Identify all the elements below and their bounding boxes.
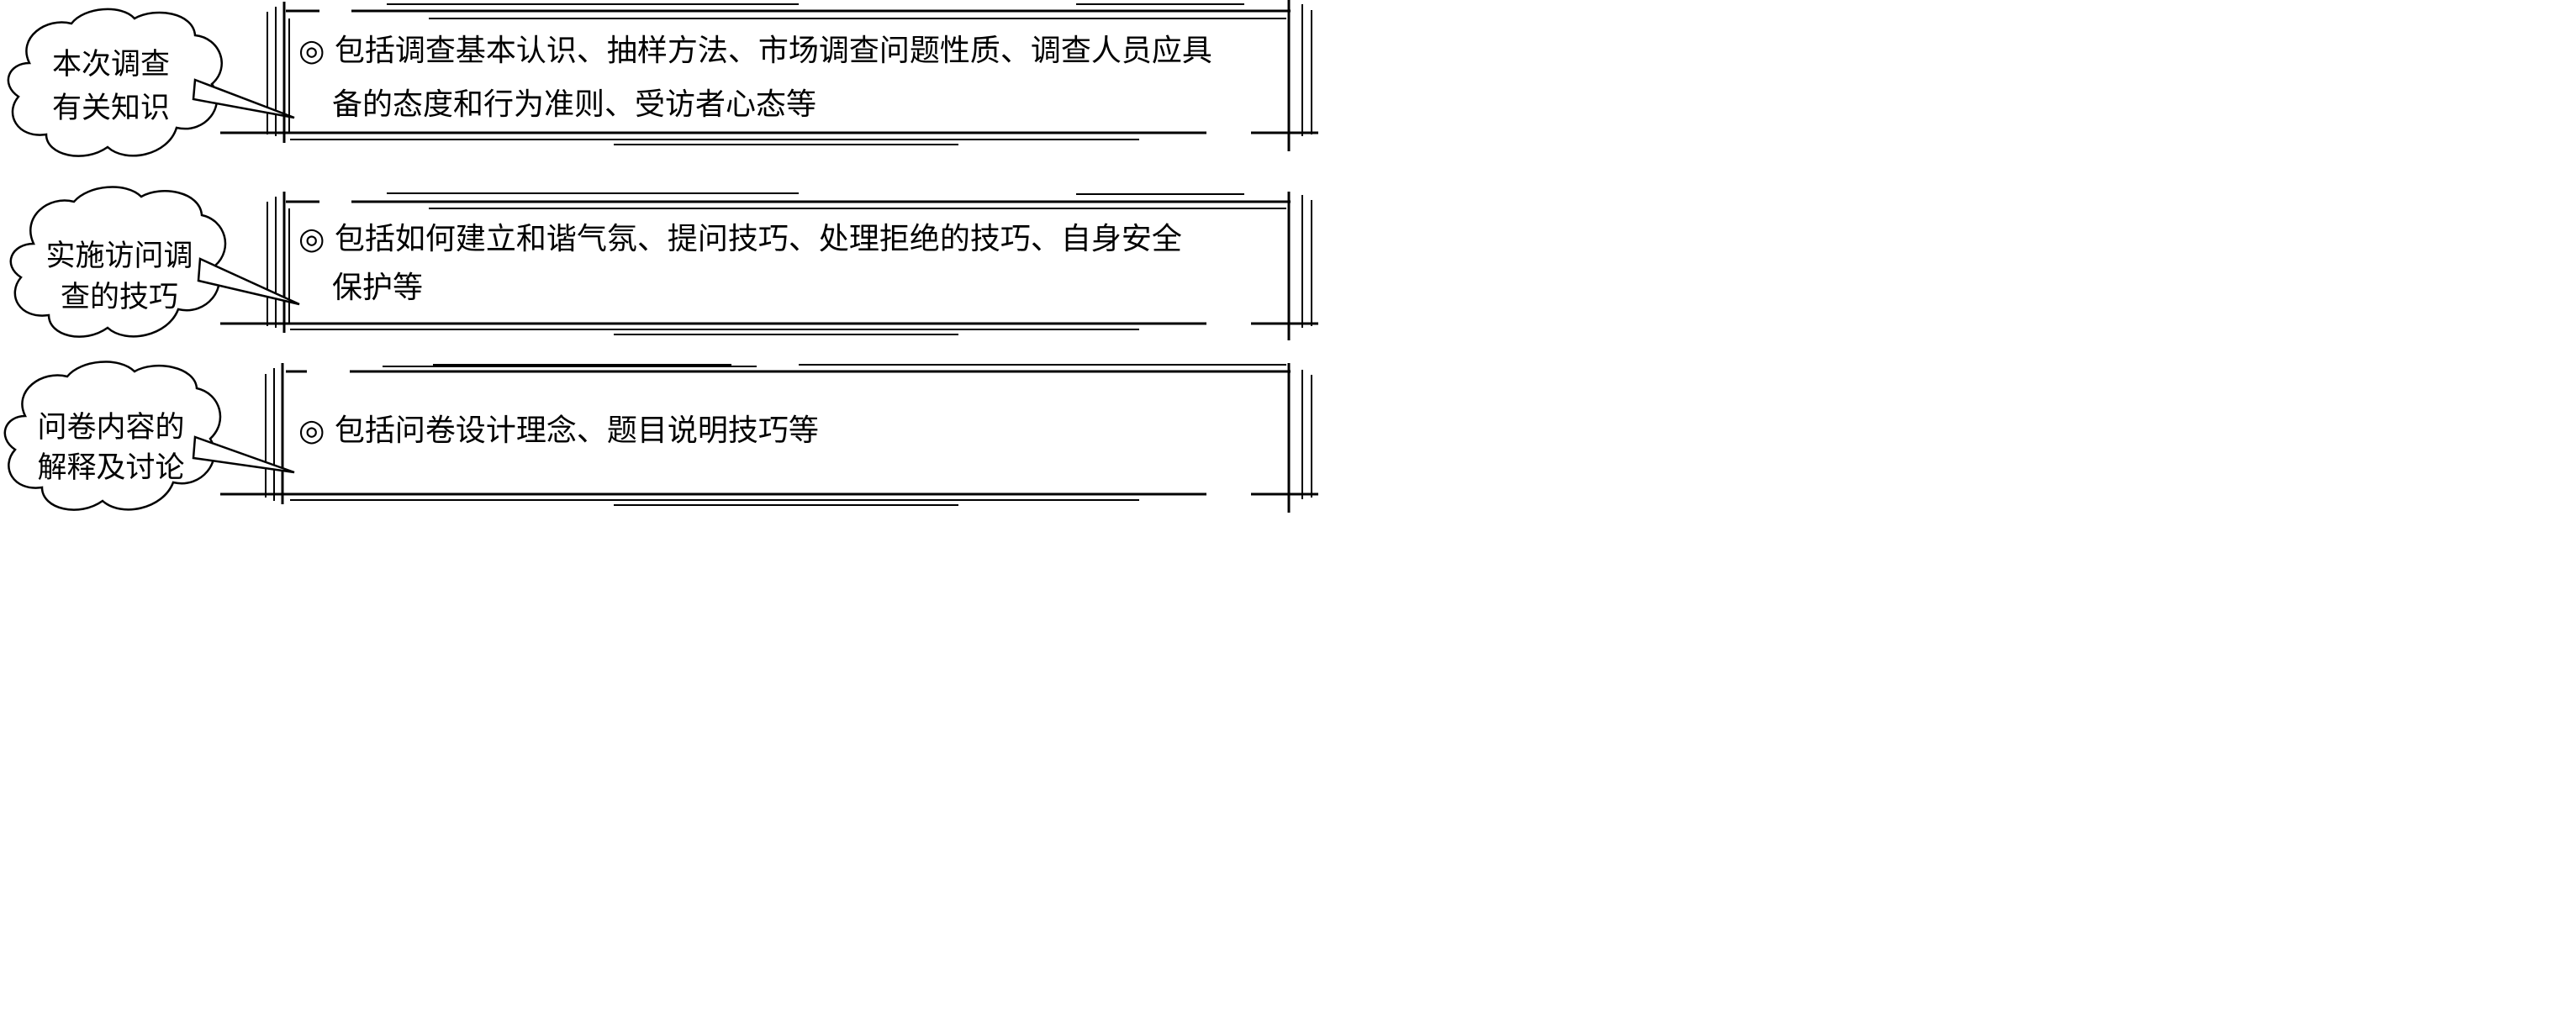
cloud-label-line-1: 本次调查 xyxy=(52,48,170,82)
callout-pointer-3 xyxy=(192,435,295,474)
row-2: 实施访问调 查的技巧 ◎ 包括如何建立和谐气氛、提问技巧、处理拒绝的技巧、自身安… xyxy=(9,186,1318,340)
frame-2 xyxy=(220,192,1318,340)
cloud-shape-3 xyxy=(3,361,222,511)
cloud-label-line-2: 查的技巧 xyxy=(61,281,178,314)
row-1: 本次调查 有关知识 ◎ 包括调查基本认识、抽样方法、市场调查问题性质、调查人员应… xyxy=(7,0,1318,157)
description-line-2: 保护等 xyxy=(332,271,423,305)
description-1: ◎ 包括调查基本认识、抽样方法、市场调查问题性质、调查人员应具 备的态度和行为准… xyxy=(298,34,1212,122)
callout-pointer-2 xyxy=(197,257,300,306)
training-content-diagram: 本次调查 有关知识 ◎ 包括调查基本认识、抽样方法、市场调查问题性质、调查人员应… xyxy=(3,0,1318,513)
cloud-callout-2: 实施访问调 查的技巧 xyxy=(9,186,300,338)
cloud-shape-2 xyxy=(9,186,227,338)
cloud-callout-1: 本次调查 有关知识 xyxy=(7,8,295,157)
frame-1 xyxy=(220,0,1318,151)
description-line-1: ◎ 包括如何建立和谐气氛、提问技巧、处理拒绝的技巧、自身安全 xyxy=(298,222,1182,256)
description-line-1: ◎ 包括问卷设计理念、题目说明技巧等 xyxy=(298,413,819,448)
description-2: ◎ 包括如何建立和谐气氛、提问技巧、处理拒绝的技巧、自身安全 保护等 xyxy=(298,222,1182,305)
cloud-label-line-2: 有关知识 xyxy=(52,92,170,125)
callout-pointer-1 xyxy=(192,78,295,119)
cloud-label-line-1: 问卷内容的 xyxy=(37,411,184,445)
frame-3 xyxy=(220,363,1318,513)
row-3: 问卷内容的 解释及讨论 ◎ 包括问卷设计理念、题目说明技巧等 xyxy=(3,361,1318,513)
description-3: ◎ 包括问卷设计理念、题目说明技巧等 xyxy=(298,413,819,448)
cloud-callout-3: 问卷内容的 解释及讨论 xyxy=(3,361,295,511)
cloud-label-line-2: 解释及讨论 xyxy=(37,451,184,485)
cloud-label-line-1: 实施访问调 xyxy=(45,240,193,273)
description-line-2: 备的态度和行为准则、受访者心态等 xyxy=(332,87,816,122)
cloud-shape-1 xyxy=(7,8,223,157)
description-line-1: ◎ 包括调查基本认识、抽样方法、市场调查问题性质、调查人员应具 xyxy=(298,34,1212,68)
